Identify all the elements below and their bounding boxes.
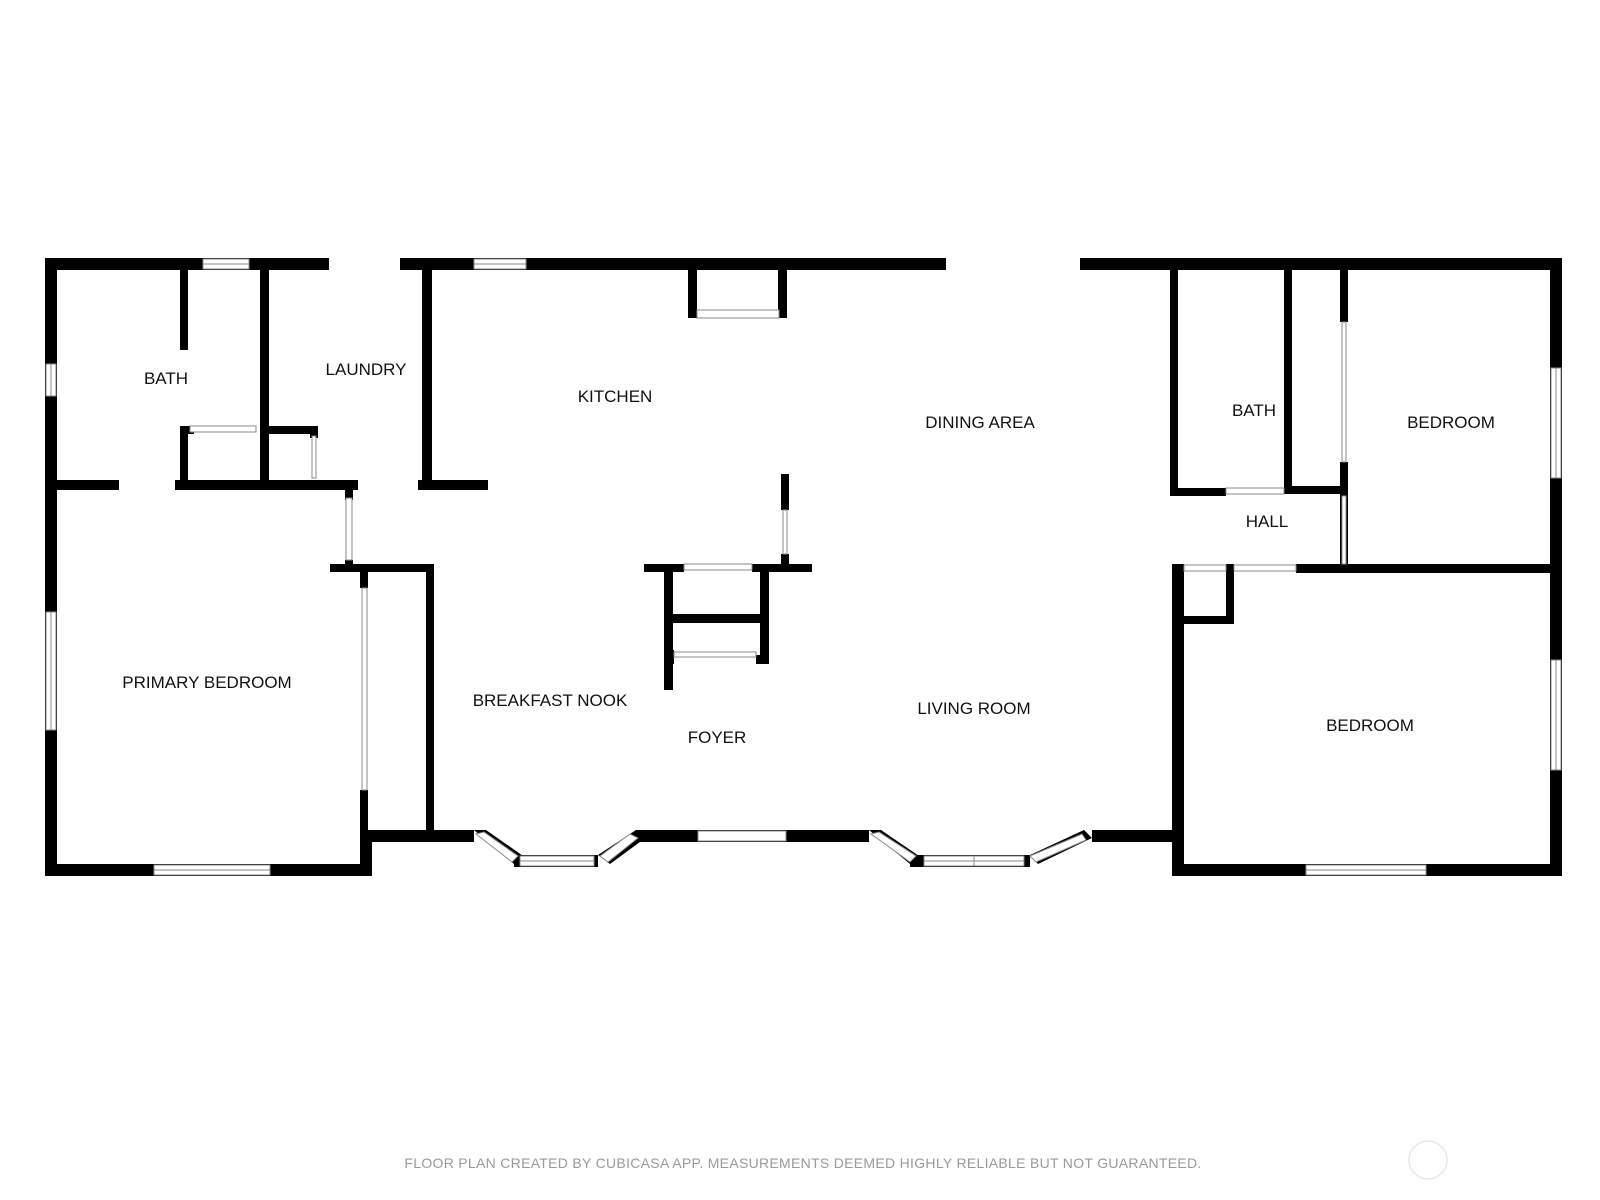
room-label-breakfast-nook: BREAKFAST NOOK — [473, 691, 628, 710]
watermark-logo-icon — [1408, 1140, 1448, 1180]
room-label-hall: HALL — [1246, 512, 1289, 531]
room-label-foyer: FOYER — [688, 728, 747, 747]
room-label-kitchen: KITCHEN — [578, 387, 653, 406]
room-label-bedroom-upper: BEDROOM — [1407, 413, 1495, 432]
door-openings — [189, 309, 1347, 791]
room-label-living-room: LIVING ROOM — [917, 699, 1030, 718]
room-label-bath-right: BATH — [1232, 401, 1276, 420]
footer-disclaimer: FLOOR PLAN CREATED BY CUBICASA APP. MEAS… — [404, 1155, 1201, 1171]
room-label-bath-left: BATH — [144, 369, 188, 388]
interior-walls — [45, 264, 1562, 840]
room-label-dining-area: DINING AREA — [925, 413, 1035, 432]
room-label-laundry: LAUNDRY — [326, 360, 407, 379]
room-label-primary-bedroom: PRIMARY BEDROOM — [122, 673, 291, 692]
room-label-bedroom-lower: BEDROOM — [1326, 716, 1414, 735]
windows — [45, 258, 1562, 876]
room-labels: BATH LAUNDRY KITCHEN DINING AREA BATH BE… — [122, 360, 1495, 747]
